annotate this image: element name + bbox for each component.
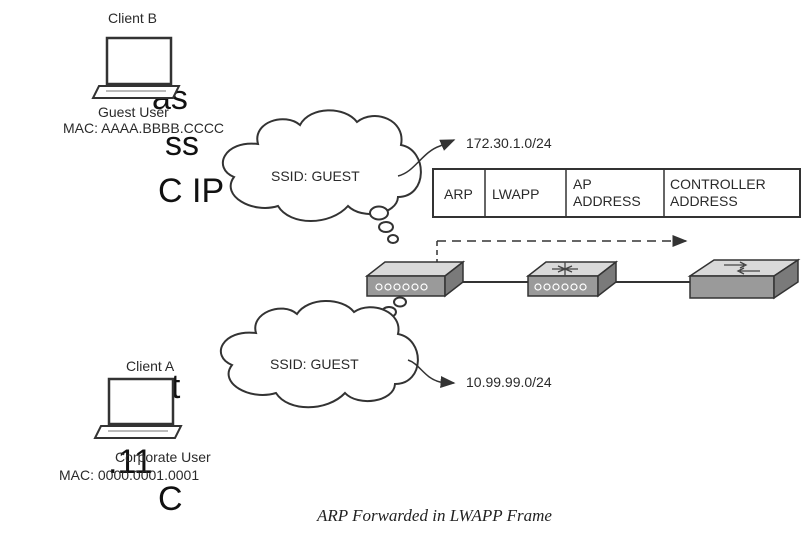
lwapp-frame (432, 168, 801, 218)
frame-field-controller-line2: ADDRESS (670, 193, 738, 209)
frame-field-controller-line1: CONTROLLER (670, 176, 766, 192)
thought-bubble-bottom-1 (393, 296, 407, 308)
figure-caption: ARP Forwarded in LWAPP Frame (316, 506, 552, 525)
frame-field-ap-line1: AP (573, 176, 592, 192)
subnet-top-label: 172.30.1.0/24 (466, 135, 552, 151)
ssid-cloud-bottom (220, 300, 419, 409)
frame-field-ap-line2: ADDRESS (573, 193, 641, 209)
frame-field-arp: ARP (444, 186, 473, 202)
subnet-bottom-label: 10.99.99.0/24 (466, 374, 552, 390)
frame-field-lwapp: LWAPP (492, 186, 539, 202)
client-b-laptop-icon (91, 36, 181, 99)
thought-bubble-top-3 (387, 234, 399, 244)
client-a-laptop-icon (93, 377, 183, 439)
subnet-top-arrow (397, 139, 456, 177)
ssid-cloud-top (222, 109, 422, 222)
client-b-mac: MAC: AAAA.BBBB.CCCC (63, 120, 224, 136)
slide-text-fragment-3: C IP (158, 172, 224, 210)
wlan-controller-icon (525, 260, 619, 298)
switch-icon (687, 258, 801, 300)
slide-text-fragment-6: C (158, 480, 183, 518)
slide-text-fragment-5: .11 (108, 443, 153, 481)
client-a-mac: MAC: 0000.0001.0001 (59, 467, 199, 483)
client-b-name: Client B (108, 10, 157, 26)
slide-text-fragment-2: ss (165, 125, 199, 163)
subnet-bottom-arrow (407, 359, 456, 389)
ssid-label-bottom: SSID: GUEST (270, 356, 359, 372)
ssid-label-top: SSID: GUEST (271, 168, 360, 184)
thought-bubble-top-1 (369, 205, 389, 221)
thought-bubble-top-2 (378, 221, 394, 233)
client-a-role: Corporate User (115, 449, 211, 465)
access-point-icon (364, 260, 466, 298)
client-a-name: Client A (126, 358, 175, 374)
client-b-role: Guest User (98, 104, 169, 120)
